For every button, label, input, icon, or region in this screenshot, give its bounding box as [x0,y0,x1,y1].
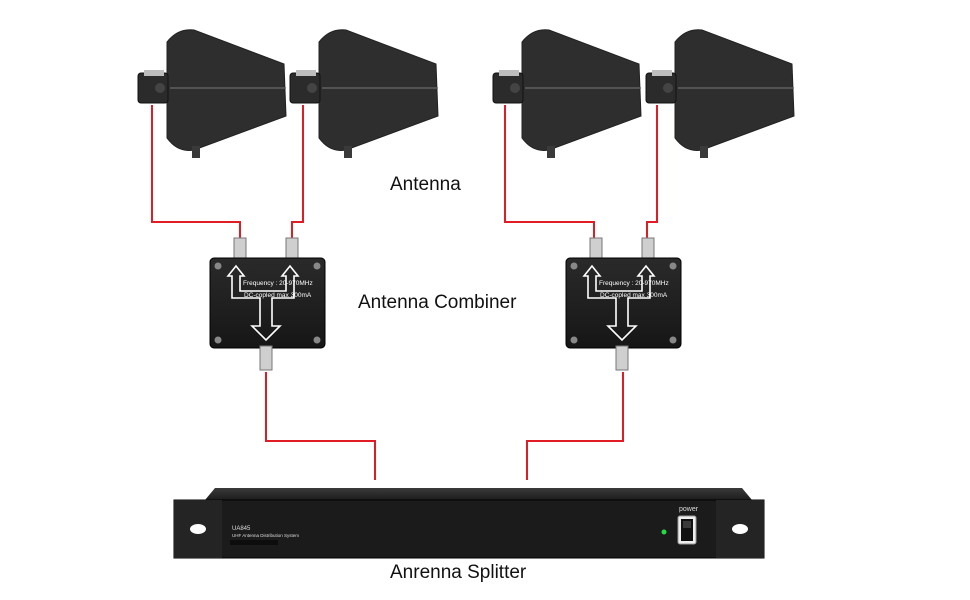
mount-hole-icon [190,524,206,534]
bnc-connector-out [259,345,273,371]
antenna-paddle [166,29,287,151]
rack-front-panel [173,499,765,559]
bnc-connector-in-2 [641,237,655,261]
antenna-1 [137,29,287,158]
mount-hole-icon [732,524,748,534]
cables [151,105,658,480]
power-label: power [679,506,699,513]
combiner-frequency-text: Frequency : 20-970MHz [599,280,669,287]
splitter-model-text: UA845 [232,526,251,532]
cable-antenna-2 [291,105,304,240]
screw-icon [570,336,578,344]
combiner-body [209,257,326,349]
combiner-label: Antenna Combiner [358,292,517,313]
antenna-connector [700,146,708,158]
bnc-connector-out [615,345,629,371]
combiner-left: Frequency : 20-970MHz DC-copled max 300m… [209,237,326,371]
antenna-2 [289,29,439,158]
screw-icon [214,262,222,270]
combiner-dc-text: DC-copled max 300mA [600,292,668,299]
antenna-connector [192,146,200,158]
cable-antenna-1 [151,105,241,240]
bnc-connector-in-1 [233,237,247,261]
screw-icon [669,336,677,344]
screw-icon [570,262,578,270]
screw-icon [669,262,677,270]
power-led-icon [661,529,667,535]
rack-top-surface [205,488,752,500]
screw-icon [214,336,222,344]
antenna-splitter: UA845 UHF Antenna Distribution System po… [173,488,765,559]
combiner-dc-text: DC-copled max 300mA [244,292,312,299]
antenna-3 [492,29,642,158]
screw-icon [313,336,321,344]
combiner-right: Frequency : 20-970MHz DC-copled max 300m… [565,237,682,371]
antenna-paddle [318,29,439,151]
antenna-4 [645,29,795,158]
display-strip [230,540,278,545]
bnc-connector-in-1 [589,237,603,261]
antenna-connector [344,146,352,158]
antenna-label: Antenna [390,174,461,195]
cable-combiner-right [526,372,624,480]
splitter-subtitle-text: UHF Antenna Distribution System [232,533,299,538]
signal-arrow-icon [582,264,656,342]
combiner-frequency-text: Frequency : 20-970MHz [243,280,313,287]
antenna-paddle [674,29,795,151]
screw-icon [313,262,321,270]
signal-arrow-icon [226,264,300,342]
cable-antenna-4 [646,105,658,240]
cable-combiner-left [265,372,376,480]
combiner-body [565,257,682,349]
antenna-paddle [521,29,642,151]
bnc-connector-in-2 [285,237,299,261]
cable-antenna-3 [504,105,595,240]
antenna-connector [547,146,555,158]
splitter-label: Anrenna Splitter [390,562,527,583]
